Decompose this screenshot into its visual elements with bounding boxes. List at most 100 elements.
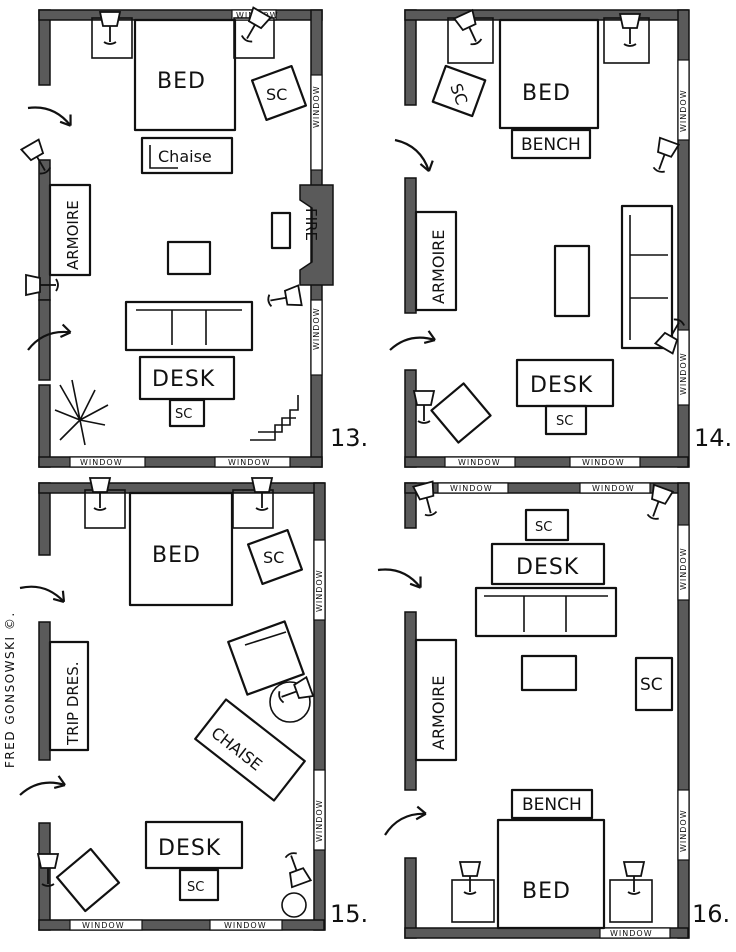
- window-bottom-label: WINDOW: [610, 929, 653, 938]
- entry-arrow-icon: [382, 803, 427, 844]
- nightstand-right: [609, 879, 653, 923]
- sofa: [124, 300, 254, 352]
- bed: [128, 491, 234, 607]
- desk-chair: [524, 508, 570, 542]
- window-top-1: [437, 482, 509, 494]
- window-bottom-2: [209, 919, 283, 931]
- window-right-lower: [313, 769, 326, 851]
- plan-number: 16.: [692, 900, 730, 928]
- armoire-label: ARMOIRE: [64, 200, 82, 270]
- wall-left-upper: [404, 9, 417, 106]
- sofa: [474, 586, 618, 638]
- entry-arrow-icon: [388, 136, 437, 173]
- desk-chair: [178, 868, 220, 902]
- lamp-icon: [459, 861, 481, 895]
- armchair: [430, 382, 492, 444]
- bed-label: BED: [522, 81, 571, 106]
- sc-label-2: SC: [640, 675, 663, 695]
- triple-dresser: [48, 640, 90, 752]
- window-top-2-label: WINDOW: [592, 484, 635, 493]
- plant-icon: [54, 379, 109, 446]
- side-chair: [431, 64, 487, 118]
- lamp-icon: [99, 11, 121, 45]
- wall-top: [38, 482, 325, 494]
- lamp-icon: [280, 849, 312, 889]
- wall-bottom: [38, 456, 323, 468]
- sc-label-1: SC: [535, 520, 552, 535]
- lamp-icon: [265, 284, 303, 312]
- armoire: [414, 638, 458, 762]
- armoire: [414, 210, 458, 312]
- window-bottom-2-label: WINDOW: [228, 458, 271, 467]
- wall-left-lower: [404, 857, 417, 939]
- bench: [510, 128, 592, 160]
- chaise-label: CHAISE: [208, 723, 266, 774]
- lamp-icon: [619, 13, 641, 47]
- wall-top: [38, 9, 323, 21]
- window-top-2: [579, 482, 651, 494]
- window-right-lower: [310, 299, 323, 376]
- window-bottom-2: [214, 456, 291, 468]
- window-right-lower: [677, 789, 690, 861]
- plan-16: WINDOW WINDOW WINDOW WINDOW WINDOW SC DE…: [375, 480, 730, 939]
- desk-chair: [544, 404, 588, 436]
- window-top-1-label: WINDOW: [450, 484, 493, 493]
- window-bottom: [599, 927, 671, 939]
- entry-arrow-icon: [17, 772, 67, 806]
- sc-label-1: SC: [446, 81, 471, 108]
- wall-left-mid: [404, 611, 417, 791]
- bed-label: BED: [152, 543, 201, 568]
- corner-chair: [55, 847, 121, 913]
- window-right-lower-label: WINDOW: [679, 809, 688, 852]
- window-bottom-2-label: WINDOW: [582, 458, 625, 467]
- armoire-label: ARMOIRE: [429, 230, 448, 304]
- bed: [133, 18, 237, 132]
- window-bottom-1-label: WINDOW: [458, 458, 501, 467]
- bed-label: BED: [522, 879, 571, 904]
- desk-label: DESK: [152, 367, 215, 392]
- wall-left-bottom: [38, 384, 51, 468]
- desk-label: DESK: [158, 836, 221, 861]
- bench: [510, 788, 594, 820]
- window-right-lower-label: WINDOW: [679, 352, 688, 395]
- wall-left-upper: [38, 9, 51, 86]
- wall-left-upper: [38, 482, 51, 556]
- lamp-icon: [251, 477, 273, 511]
- armoire: [48, 183, 92, 277]
- window-bottom-2: [569, 456, 641, 468]
- fire-label: FIRE: [302, 208, 320, 241]
- lamp-icon: [413, 390, 435, 424]
- window-bottom-1: [69, 456, 146, 468]
- chaise: [194, 698, 306, 802]
- lamp-icon: [648, 136, 680, 176]
- window-right-lower-label: WINDOW: [315, 799, 324, 842]
- coffee-table: [553, 244, 591, 318]
- artist-credit: FRED GONSOWSKI ©.: [3, 611, 17, 768]
- sc-label-2: SC: [187, 880, 204, 895]
- nightstand-right: [232, 489, 274, 529]
- side-table: [281, 892, 307, 918]
- fireplace: [299, 184, 334, 286]
- window-bottom-1: [69, 919, 143, 931]
- window-right: [677, 59, 690, 141]
- wall-bottom: [404, 456, 689, 468]
- side-chair: [634, 656, 674, 712]
- entry-arrow-icon: [375, 566, 424, 589]
- bed-label: BED: [157, 69, 206, 94]
- window-right-label: WINDOW: [679, 547, 688, 590]
- plan-number: 13.: [330, 424, 368, 452]
- window-bottom-1-label: WINDOW: [82, 921, 125, 930]
- plan-number: 15.: [330, 900, 368, 928]
- lamp-icon: [623, 861, 645, 895]
- window-right: [313, 539, 326, 621]
- entry-arrow-icon: [25, 104, 74, 127]
- wall-left-lower: [38, 299, 51, 381]
- coffee-table: [166, 240, 212, 276]
- armoire-label: ARMOIRE: [429, 676, 448, 750]
- desk-label: DESK: [516, 555, 579, 580]
- chaise-back: [149, 145, 178, 169]
- sofa: [620, 204, 674, 350]
- plan-13: WINDOW WINDOW WINDOW WINDOW WINDOW FIRE …: [20, 6, 368, 468]
- sc-label-2: SC: [175, 407, 192, 422]
